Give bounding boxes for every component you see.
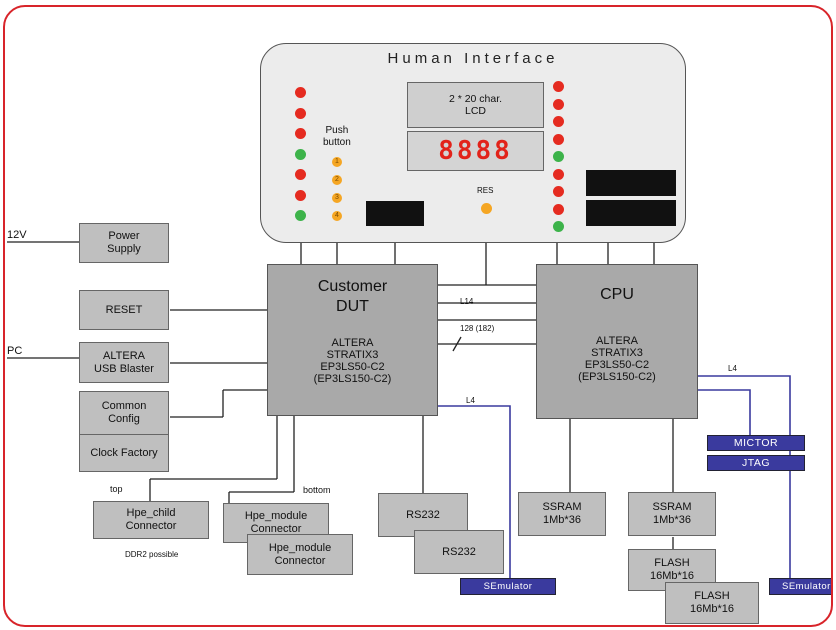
seven-segment-digits: 8888	[438, 136, 513, 166]
power-supply-block: Power Supply	[79, 223, 169, 263]
usb-blaster-block: ALTERA USB Blaster	[79, 342, 169, 383]
led-left-2	[295, 107, 306, 119]
human-interface-title: Human Interface	[387, 50, 559, 67]
led-right-1	[553, 81, 564, 92]
flash-block-2: FLASH 16Mb*16	[665, 582, 759, 624]
semulator-cpu-block: SEmulator	[769, 578, 831, 595]
led-right-4	[553, 133, 564, 145]
cpu-description: ALTERA STRATIX3 EP3LS50-C2 (EP3LS150-C2)	[578, 335, 656, 383]
push-button-2[interactable]: 2	[332, 175, 342, 185]
res-button[interactable]	[481, 203, 492, 214]
semulator-dut-block: SEmulator	[460, 578, 556, 595]
led-left-4	[295, 148, 306, 160]
customer-dut-block: Customer DUT ALTERA STRATIX3 EP3LS50-C2 …	[267, 264, 438, 416]
input-pc-label: PC	[7, 345, 23, 357]
bottom-label: bottom	[303, 485, 331, 495]
ddr2-note: DDR2 possible	[125, 550, 179, 559]
res-label: RES	[477, 186, 494, 195]
hpe-child-connector-block: Hpe_child Connector	[93, 501, 209, 539]
hpe-module-connector-block-2: Hpe_module Connector	[247, 534, 353, 575]
led-right-8	[553, 203, 564, 215]
led-left-5	[295, 169, 306, 180]
dip-switch-dut[interactable]	[366, 201, 424, 226]
rs232-block-1: RS232	[378, 493, 468, 537]
customer-dut-title: Customer DUT	[317, 278, 388, 315]
led-right-6	[553, 168, 564, 180]
common-config-block: Common Config	[79, 391, 169, 435]
led-right-5	[553, 151, 564, 162]
bus-width-label: 128 (182)	[460, 324, 495, 333]
cpu-title: CPU	[600, 286, 634, 303]
mictor-block: MICTOR	[707, 435, 805, 451]
bus-l14-label: L14	[460, 297, 474, 306]
cpu-block: CPU ALTERA STRATIX3 EP3LS50-C2 (EP3LS150…	[536, 264, 698, 419]
seven-segment-display: 8888	[407, 131, 544, 171]
led-left-1	[295, 87, 306, 98]
rs232-block-2: RS232	[414, 530, 504, 574]
customer-dut-description: ALTERA STRATIX3 EP3LS50-C2 (EP3LS150-C2)	[313, 337, 392, 385]
top-label: top	[110, 484, 123, 494]
push-button-4[interactable]: 4	[332, 211, 342, 221]
jtag-block: JTAG	[707, 455, 805, 471]
cpu-l4-label: L4	[728, 364, 737, 373]
reset-block: RESET	[79, 290, 169, 330]
dut-l4-label: L4	[466, 396, 475, 405]
push-button-label: Push button	[323, 125, 351, 148]
push-button-3[interactable]: 3	[332, 193, 342, 203]
input-12v-label: 12V	[7, 229, 27, 241]
led-left-3	[295, 128, 306, 139]
led-right-9	[553, 221, 564, 232]
push-button-1[interactable]: 1	[332, 157, 342, 167]
clock-factory-block: Clock Factory	[79, 434, 169, 472]
led-right-3	[553, 116, 564, 127]
lcd-display: 2 * 20 char. LCD	[407, 82, 544, 128]
led-right-2	[553, 98, 564, 110]
led-left-6	[295, 189, 306, 201]
led-right-7	[553, 186, 564, 197]
dip-switch-cpu-2[interactable]	[586, 200, 676, 226]
diagram-frame: Human Interface 2 * 20 char. LCD 8888 Pu…	[3, 5, 833, 627]
ssram-block-1: SSRAM 1Mb*36	[518, 492, 606, 536]
ssram-block-2: SSRAM 1Mb*36	[628, 492, 716, 536]
dip-switch-cpu-1[interactable]	[586, 170, 676, 196]
led-left-7	[295, 210, 306, 221]
